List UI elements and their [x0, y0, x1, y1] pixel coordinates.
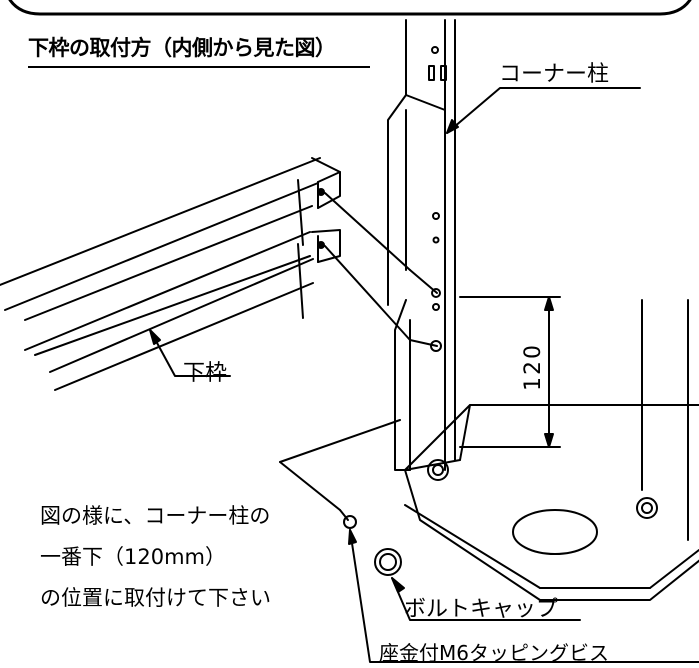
dimension-120	[459, 296, 561, 448]
base-plate	[404, 299, 699, 601]
corner-post	[387, 19, 641, 471]
diagram-title: 下枠の取付方（内側から見た図）	[28, 36, 336, 60]
dimension-label: 120	[521, 343, 546, 391]
note-line-2: 一番下（120mm）	[40, 545, 226, 569]
title-underline	[28, 66, 370, 68]
screw-and-cap	[279, 419, 699, 663]
note-line-1: 図の様に、コーナー柱の	[40, 504, 271, 528]
lower-frame	[0, 157, 438, 391]
note-line-3: の位置に取付けて下さい	[40, 586, 271, 610]
lower-frame-label: 下枠	[183, 361, 228, 386]
bolt-cap-label: ボルトキャップ	[404, 597, 559, 622]
tapping-screw-label: 座金付M6タッピングビス	[379, 641, 609, 665]
corner-post-label: コーナー柱	[499, 62, 610, 87]
top-border	[8, 0, 692, 16]
